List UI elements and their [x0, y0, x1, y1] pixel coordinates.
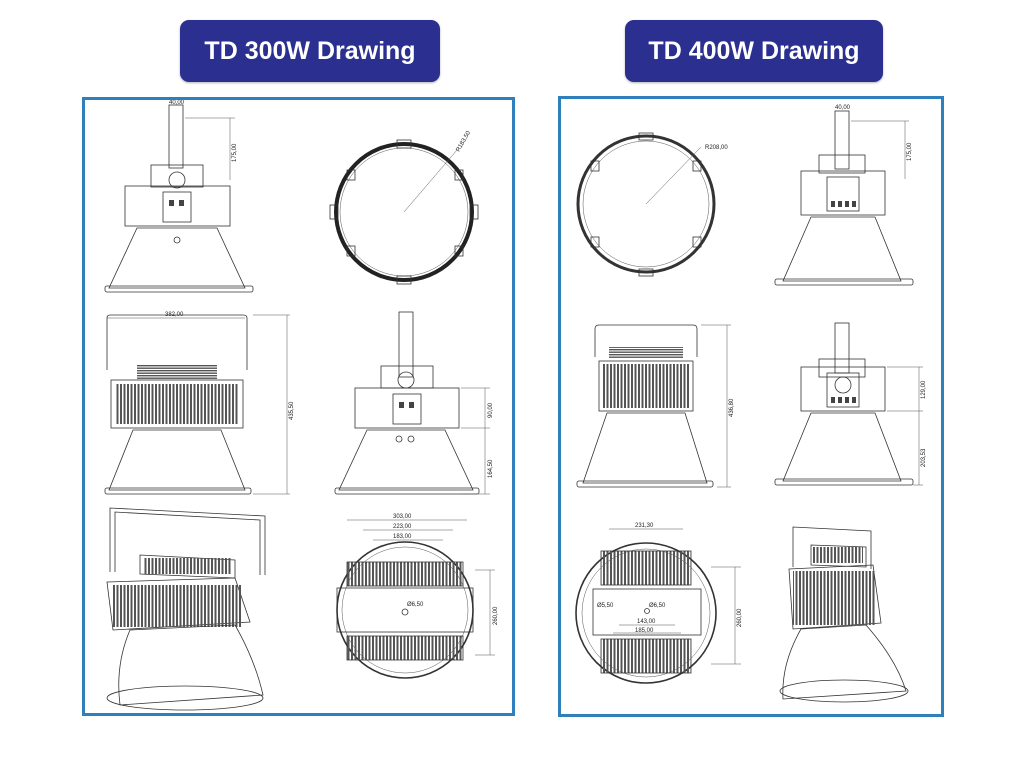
view-300w-iso: [106, 507, 266, 711]
dim-total-height: 435,50: [289, 401, 295, 420]
dim-radius: R183,50: [456, 130, 473, 153]
view-400w-side: 40,00 175,00: [774, 105, 914, 286]
dim-bracket-width: 40,00: [169, 100, 185, 106]
dim-total-height-400w: 436,80: [729, 398, 735, 417]
view-400w-side-mid: 129,00 203,53: [774, 322, 927, 486]
view-300w-bottom: 303,00 223,00 183,00 Ø6,50 260,00: [336, 514, 499, 679]
dim-bracket-height-400w: 175,00: [907, 142, 913, 161]
dim-width-top-400w: 231,30: [635, 523, 654, 529]
view-400w-front: 436,80: [576, 324, 735, 488]
drawing-panel-400w: R208,00 40,00 175,00: [558, 96, 944, 717]
dim-body-height: 90,00: [488, 402, 494, 418]
drawing-300w-svg: 40,00 175,00 R183,50: [104, 100, 499, 711]
dim-bracket-width-400w: 40,00: [835, 105, 851, 111]
drawing-400w-svg: R208,00 40,00 175,00: [575, 105, 927, 703]
dim-width-c: 183,00: [393, 534, 412, 540]
dim-reflector-height: 164,50: [488, 459, 494, 478]
dim-width-a-400w: 143,00: [637, 619, 656, 625]
dim-depth: 260,00: [493, 606, 499, 625]
dim-width-b-400w: 185,00: [635, 628, 654, 634]
title-td-300w: TD 300W Drawing: [180, 20, 440, 82]
view-400w-iso: [779, 526, 909, 703]
dim-reflector-height-400w: 203,53: [921, 448, 927, 467]
drawing-panel-300w: 40,00 175,00 R183,50: [82, 97, 515, 716]
title-td-400w: TD 400W Drawing: [625, 20, 883, 82]
dim-radius-400w: R208,00: [705, 145, 728, 151]
view-300w-side-right: 90,00 164,50: [334, 311, 494, 495]
dim-hole: Ø6,50: [407, 602, 424, 608]
dim-bracket-height: 175,00: [232, 143, 238, 162]
dim-hole-400w: Ø6,50: [649, 603, 666, 609]
view-300w-side: 40,00 175,00: [104, 100, 254, 293]
dim-slot-400w: Ø5,50: [597, 603, 614, 609]
view-300w-front: 382,00 435,50: [104, 312, 295, 495]
dim-width-a: 303,00: [393, 514, 412, 520]
dim-width-b: 223,00: [393, 524, 412, 530]
dim-depth-400w: 260,00: [737, 608, 743, 627]
view-400w-top: R208,00: [576, 132, 728, 277]
dim-body-height-400w: 129,00: [921, 380, 927, 399]
view-300w-top: R183,50: [329, 130, 479, 285]
view-400w-bottom: 231,30 Ø5,50 Ø6,50 143,00 185,00 260,00: [575, 523, 743, 684]
